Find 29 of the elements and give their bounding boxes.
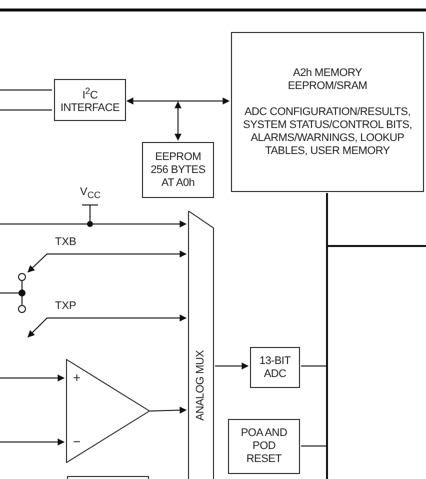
rotated-label: ANALOG MUX xyxy=(194,350,208,420)
memory-box xyxy=(231,32,424,192)
arrow xyxy=(0,374,65,382)
body-text: ADC CONFIGURATION/RESULTS, SYSTEM STATUS/CONTROL BITS, ALARMS/WARNINGS, LOOKUP TABLES, USER MEMORY xyxy=(242,106,412,158)
pin-sign: − xyxy=(73,435,80,448)
adc-box xyxy=(250,347,300,388)
arrow xyxy=(126,98,230,104)
edge-label: TXB xyxy=(55,236,76,248)
block-label: 13-BIT ADC xyxy=(258,354,292,380)
block-label: EEPROM 256 BYTES AT A0h xyxy=(150,150,206,190)
arrow xyxy=(0,220,187,228)
signal-arrow xyxy=(28,314,187,338)
arrow xyxy=(150,406,187,414)
pin-sign: + xyxy=(73,371,80,384)
connector-line xyxy=(300,192,328,446)
interface-box xyxy=(54,79,126,121)
reset-box xyxy=(228,419,300,474)
arrow xyxy=(0,438,65,446)
block-label: I$^{2}$C INTERFACE xyxy=(59,84,121,116)
heading-text: A2h MEMORY EEPROM/SRAM xyxy=(286,66,368,92)
op-amp-symbol xyxy=(66,359,150,463)
arrow xyxy=(174,101,182,141)
multiplexer-symbol xyxy=(188,211,214,479)
signal-arrow xyxy=(28,250,187,272)
eeprom-box xyxy=(142,142,214,198)
arrow xyxy=(214,362,249,370)
block-label: POA AND POD RESET xyxy=(240,427,288,466)
supply-label: V$_{CC}$ xyxy=(80,186,101,202)
edge-label: TXP xyxy=(55,300,76,312)
